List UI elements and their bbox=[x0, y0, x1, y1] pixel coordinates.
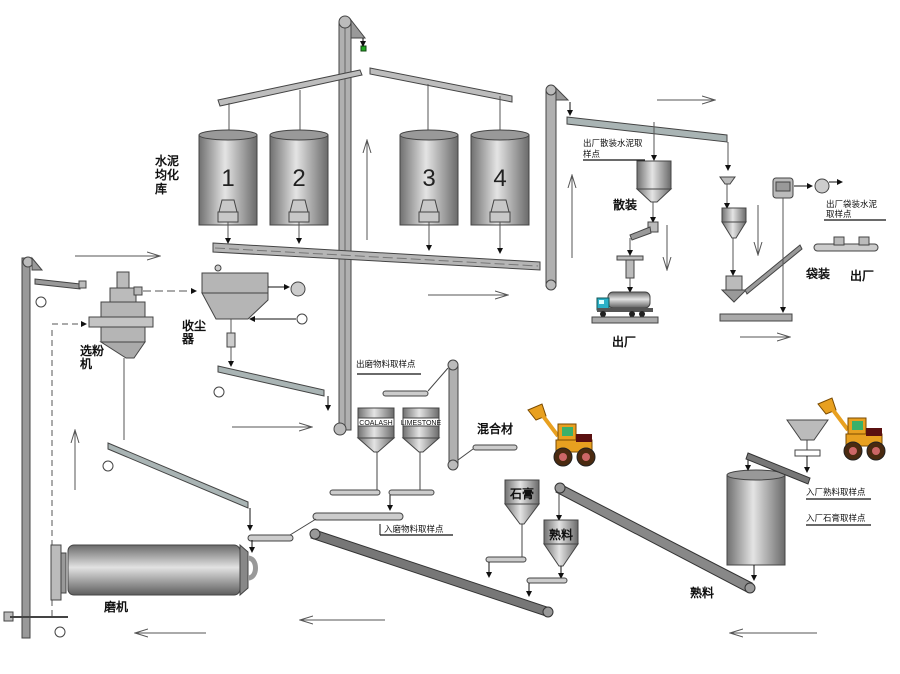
silo-4: 4 bbox=[470, 129, 530, 226]
coal-ash-hopper: COALASH bbox=[356, 407, 396, 453]
silo-number: 1 bbox=[221, 165, 234, 192]
svg-text:COALASH: COALASH bbox=[359, 420, 392, 427]
separator-label: 选粉 机 bbox=[80, 343, 108, 371]
dust-collector bbox=[201, 264, 308, 367]
packing-bucket-elevator bbox=[545, 84, 573, 291]
silo-number: 4 bbox=[493, 165, 506, 192]
top-chutes bbox=[217, 67, 513, 107]
exit-bag-label: 出厂 bbox=[850, 268, 874, 283]
bag-screw-conveyor bbox=[719, 313, 793, 322]
homogenizing-silos: 1 2 3 4 bbox=[198, 129, 530, 226]
bagging-label: 袋装 bbox=[805, 266, 830, 281]
clinker-hopper-label: 熟料 bbox=[549, 527, 573, 542]
mixed-material-label: 混合材 bbox=[477, 421, 513, 436]
powder-separator bbox=[88, 271, 154, 359]
bulk-hopper bbox=[635, 160, 673, 203]
silo-number: 2 bbox=[292, 165, 305, 192]
bag-belt-conveyor bbox=[813, 236, 879, 252]
sampling-clinker-in: 入厂熟料取样点 bbox=[806, 487, 866, 498]
wheel-loader-icon bbox=[527, 403, 596, 467]
tanker-truck-icon bbox=[591, 291, 659, 324]
sampling-gypsum-in: 入厂石膏取样点 bbox=[806, 513, 866, 524]
exit-bulk-label: 出厂 bbox=[612, 334, 636, 349]
sampling-mill-output: 出磨物料取样点 bbox=[356, 359, 416, 370]
mill-label: 磨机 bbox=[103, 599, 128, 614]
left-bucket-elevator bbox=[3, 256, 68, 639]
packing-feed-chute bbox=[566, 116, 728, 143]
bag-dust-filter bbox=[772, 177, 843, 199]
gypsum-receiving-hopper bbox=[786, 419, 829, 441]
bulk-label: 散装 bbox=[613, 197, 637, 212]
sampling-bulk-cement: 出厂散装水泥取 样点 bbox=[583, 138, 645, 160]
wheel-loader-icon bbox=[817, 397, 886, 461]
mixed-material-elevator bbox=[427, 359, 459, 471]
dust-collector-label: 收尘 器 bbox=[181, 318, 210, 346]
clinker-belt bbox=[555, 483, 753, 593]
gypsum-label: 石膏 bbox=[509, 486, 534, 501]
svg-text:LIMESTONE: LIMESTONE bbox=[401, 420, 442, 427]
main-feed-belt bbox=[310, 529, 551, 617]
sampling-mill-input: 入磨物料取样点 bbox=[384, 524, 444, 535]
ball-mill bbox=[50, 543, 258, 601]
sampling-bag-cement: 出厂袋装水泥 取样点 bbox=[826, 199, 880, 220]
rotary-packer bbox=[720, 275, 748, 303]
silo-1: 1 bbox=[198, 129, 258, 226]
silo-2: 2 bbox=[269, 129, 329, 226]
flow-arrows bbox=[75, 100, 817, 633]
clinker-store-label: 熟料 bbox=[690, 585, 714, 600]
silo-number: 3 bbox=[422, 165, 435, 192]
central-bucket-elevator bbox=[333, 15, 367, 436]
clinker-storage-silo bbox=[726, 469, 786, 566]
silo-group-label: 水泥 均化 库 bbox=[155, 153, 183, 196]
bag-hopper bbox=[721, 207, 747, 239]
valve-icon bbox=[360, 45, 367, 52]
silo-3: 3 bbox=[399, 129, 459, 226]
clinker-hopper: 熟料 bbox=[543, 519, 579, 567]
limestone-hopper: LIMESTONE bbox=[401, 407, 442, 453]
gypsum-hopper: 石膏 bbox=[504, 479, 540, 525]
mill-feed-belt bbox=[312, 512, 404, 521]
